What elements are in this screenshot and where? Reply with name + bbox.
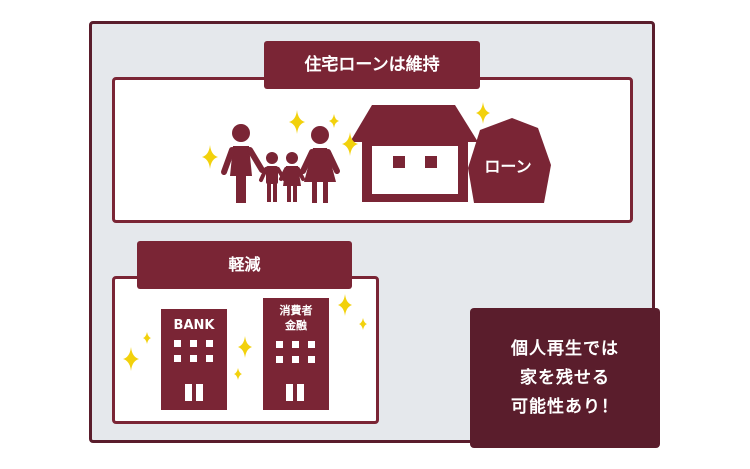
consumer-finance-building-icon: 消費者 金融 [263,298,329,410]
debt-reduction-label: 軽減 [137,241,352,289]
consumer-finance-label-line2: 金融 [284,318,307,332]
consumer-finance-label-line1: 消費者 [280,303,313,317]
bank-building-icon: BANK [161,309,227,410]
bank-label: BANK [174,318,216,333]
callout-line-3: 可能性あり！ [511,396,619,417]
loan-bag-label: ローン [484,157,531,176]
family-icon [221,124,340,203]
sparkle-icons [123,102,490,380]
callout-line-1: 個人再生では [511,338,619,359]
house-icon [350,105,478,202]
loan-bag-icon: ローン [468,118,551,203]
callout-line-2: 家を残せる [520,367,610,388]
conclusion-callout: 個人再生では 家を残せる 可能性あり！ [470,308,660,448]
home-loan-label: 住宅ローンは維持 [264,41,480,89]
